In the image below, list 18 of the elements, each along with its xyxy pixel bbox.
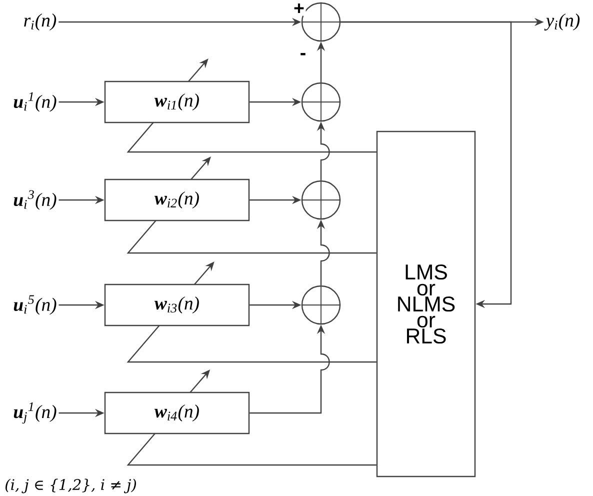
signal-label: u$_{i}$$^{5}$(n) [14,295,56,315]
arrow [340,21,512,308]
filter-box: w$_{i3}$(n) [104,284,250,326]
summing-junction [300,82,342,122]
filter-box: w$_{i2}$(n) [104,178,250,222]
filter-box: w$_{i1}$(n) [104,80,250,124]
filter-box: w$_{i4}$(n) [104,392,250,434]
edge-label: - [298,52,308,60]
edge-label: + [292,2,306,16]
signal-label: r$_{i}$(n) [24,14,56,30]
algorithm-box: LMS or NLMS or RLS [376,130,476,478]
signal-label: u$_{i}$$^{3}$(n) [14,190,56,210]
signal-label: u$_{j}$$^{1}$(n) [14,402,56,424]
signal-label: u$_{i}$$^{1}$(n) [14,92,56,112]
summing-junction [300,180,342,220]
signal-label: y$_{i}$(n) [544,14,580,30]
summing-junction [300,284,342,326]
caption: (i, j ∈ {1,2}, i ≠ j) [6,478,136,494]
